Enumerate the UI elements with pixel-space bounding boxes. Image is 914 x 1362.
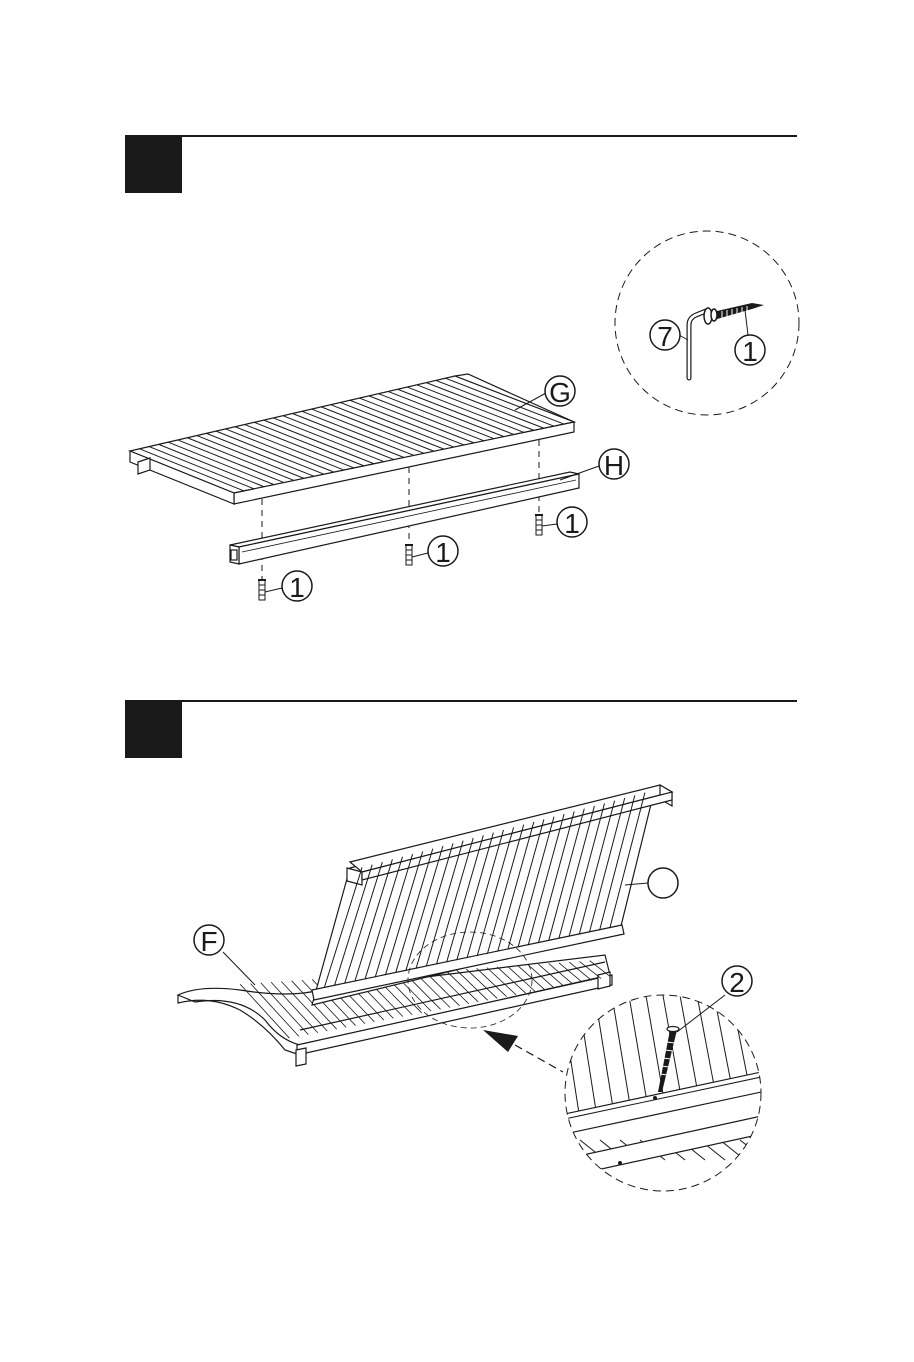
label-screw-a: 1 <box>289 572 305 603</box>
callout-screw-c: 1 <box>542 507 587 539</box>
hex-key-icon <box>689 311 706 378</box>
callout-screw-a: 1 <box>265 571 312 603</box>
screw-2-icon <box>405 545 413 565</box>
label-detail-screw: 1 <box>742 336 758 367</box>
slat-line <box>594 990 614 1114</box>
label-screw-2: 2 <box>729 967 745 998</box>
slat-line <box>781 990 801 1081</box>
callout-h: H <box>560 449 629 481</box>
label-h: H <box>604 450 624 481</box>
slat-line <box>713 990 733 1093</box>
callout-f: F <box>194 925 255 985</box>
slat-line <box>764 990 784 1084</box>
callout-g: G <box>515 376 575 410</box>
slat-line <box>628 990 648 1108</box>
seat-panel-g <box>130 374 574 504</box>
slat-line <box>720 1140 745 1160</box>
screw-with-washer-icon <box>704 303 764 324</box>
screw-3-icon <box>535 515 543 535</box>
hardware-detail-circle: 7 1 <box>615 231 799 415</box>
callout-screw-b: 1 <box>412 536 458 568</box>
slat-line <box>560 1140 585 1160</box>
screw-detail-circle: 2 <box>560 966 805 1191</box>
slat-line <box>696 990 716 1096</box>
screw-1-icon <box>258 580 266 600</box>
slat-line <box>760 1140 785 1160</box>
zoom-arrow-icon <box>483 1030 563 1072</box>
slat-line <box>740 1140 765 1160</box>
slat-line <box>679 990 699 1099</box>
slat-line <box>577 990 597 1117</box>
label-screw-b: 1 <box>435 537 451 568</box>
label-g: G <box>549 377 571 408</box>
slat-line <box>780 1140 805 1160</box>
slat-line <box>560 990 580 1120</box>
label-f: F <box>200 926 217 957</box>
detail-screw-icon <box>658 1027 679 1093</box>
label-hex-key: 7 <box>657 321 673 352</box>
label-screw-c: 1 <box>564 508 580 539</box>
